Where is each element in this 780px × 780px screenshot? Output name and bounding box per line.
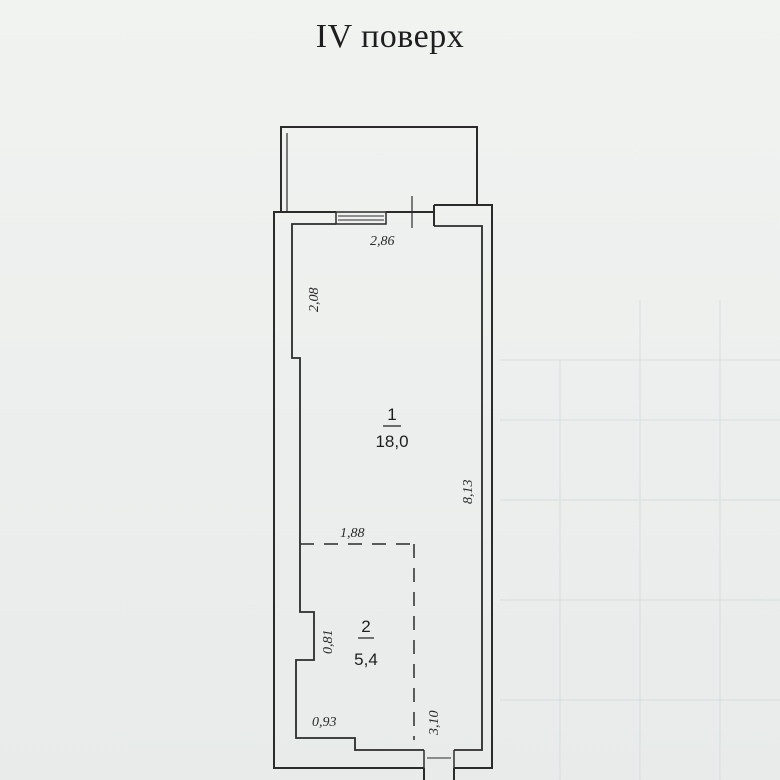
dim-top-width: 2,86 [370,234,395,249]
inner-wall [291,223,483,751]
balcony [280,126,478,212]
room-2-area: 5,4 [354,650,378,669]
partition-dashed [300,543,416,740]
room-1-number: 1 [387,405,396,424]
dim-bottom-right: 3,10 [427,711,442,737]
entrance-door [423,750,455,768]
dim-left-upper: 2,08 [307,288,322,313]
outer-wall [273,204,493,780]
balcony-door [335,196,435,228]
dim-bottom-left: 0,93 [312,715,337,730]
dim-right-length: 8,13 [461,480,476,505]
floor-title: IV поверх [315,18,465,55]
dim-niche-depth: 0,81 [321,630,336,655]
dim-partition-width: 1,88 [340,526,365,541]
background-grid [500,300,780,780]
room-2-number: 2 [361,617,370,636]
room-1-area: 18,0 [375,432,408,451]
room-1-label: 1 18,0 [375,405,408,451]
room-2-label: 2 5,4 [354,617,378,669]
